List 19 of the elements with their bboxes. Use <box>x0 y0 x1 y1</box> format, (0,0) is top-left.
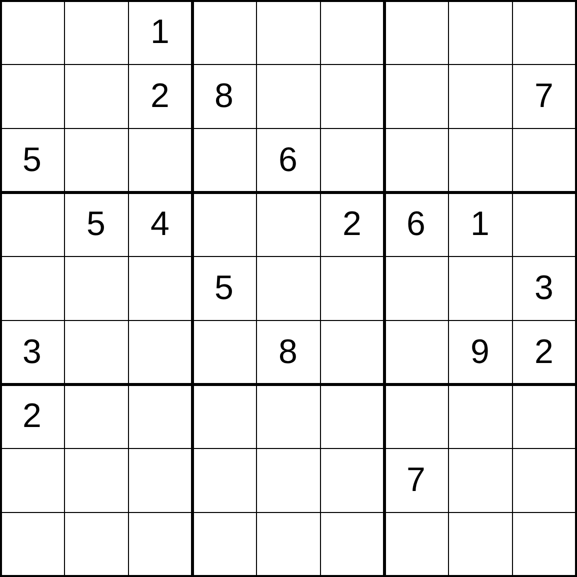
given-digit: 7 <box>406 460 426 501</box>
given-digit: 8 <box>214 76 234 117</box>
given-digit: 6 <box>406 204 426 245</box>
given-digit: 5 <box>22 140 42 181</box>
given-digit: 1 <box>470 204 490 245</box>
given-digit: 2 <box>342 204 362 245</box>
given-digit: 4 <box>150 204 170 245</box>
given-digit: 1 <box>150 12 170 53</box>
given-digit: 3 <box>534 268 554 309</box>
given-digit: 5 <box>214 268 234 309</box>
given-digit: 7 <box>534 76 554 117</box>
given-digit: 9 <box>470 332 490 373</box>
given-digit: 6 <box>278 140 298 181</box>
given-digit: 2 <box>150 76 170 117</box>
given-digit: 5 <box>86 204 106 245</box>
given-digit: 2 <box>22 396 42 437</box>
given-digit: 8 <box>278 332 298 373</box>
given-digit: 2 <box>534 332 554 373</box>
given-digit: 3 <box>22 332 42 373</box>
